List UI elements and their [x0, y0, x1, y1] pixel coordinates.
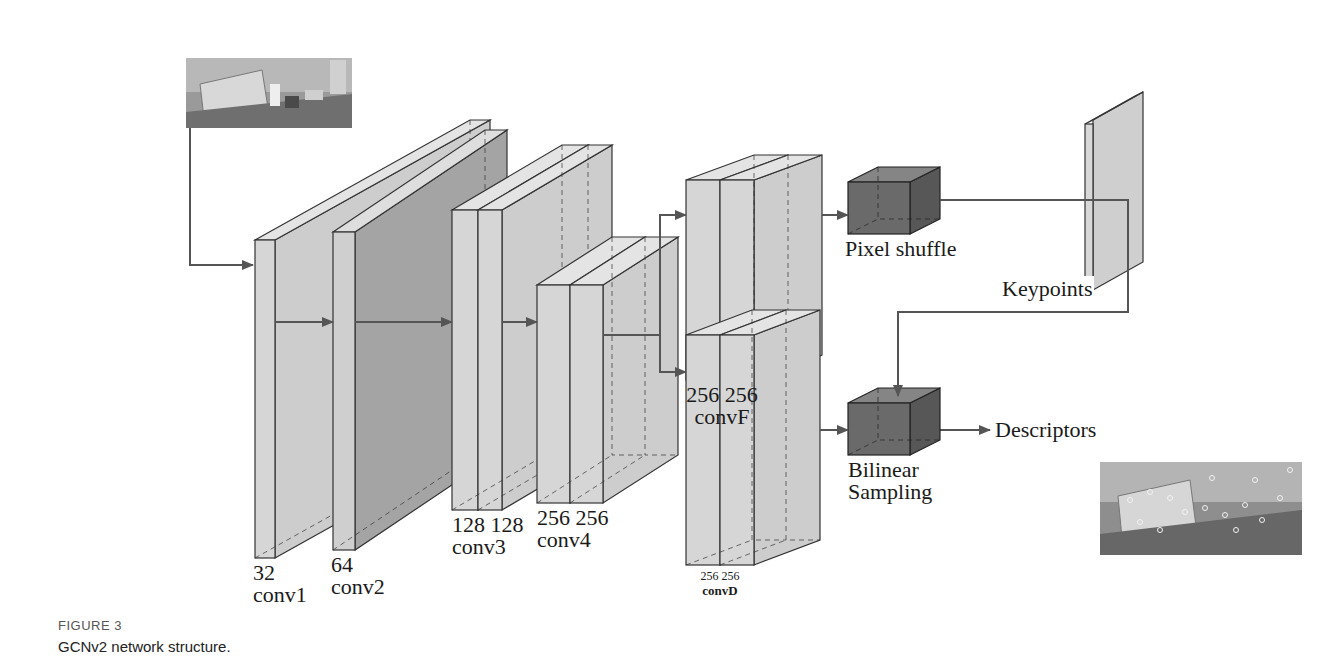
channel-count: 256 256 — [537, 507, 621, 529]
layer-name: conv1 — [253, 584, 343, 606]
channel-count: 256 256 — [682, 569, 758, 583]
input-image — [186, 58, 352, 128]
output-image — [1100, 462, 1302, 555]
channel-count: 32 — [253, 562, 343, 584]
channel-count: 64 — [331, 554, 421, 576]
conv-layer-block: 256 256conv4 — [537, 237, 678, 551]
photo-object — [330, 60, 346, 94]
data-flow-arrow — [355, 321, 452, 323]
slab-front — [452, 210, 478, 510]
block-labels: 32conv1 — [253, 562, 343, 606]
block-labels: Bilinear Sampling — [848, 459, 948, 503]
block-outline — [848, 388, 942, 457]
slab-front — [848, 403, 910, 455]
block-outline — [848, 167, 942, 236]
block-labels: 256 256conv4 — [537, 507, 621, 551]
slab-top — [848, 167, 940, 182]
layer-name: Bilinear Sampling — [848, 459, 948, 503]
data-flow-arrow — [820, 429, 848, 431]
hidden-edge — [848, 167, 940, 234]
data-flow-arrow — [275, 321, 333, 323]
photo-object — [305, 90, 323, 100]
edge-label: Keypoints — [1000, 276, 1094, 301]
slab-side — [754, 310, 820, 565]
layer-name: conv3 — [452, 536, 536, 558]
figure-number: FIGURE 3 — [58, 618, 122, 633]
data-flow-arrow — [898, 200, 1128, 396]
block-labels: 64conv2 — [331, 554, 421, 598]
channel-count: 128 128 — [452, 514, 536, 536]
hidden-edge — [478, 145, 612, 510]
figure-caption: GCNv2 network structure. — [58, 638, 231, 656]
operation-block: Pixel shuffle — [848, 167, 940, 260]
hidden-edge — [686, 310, 786, 565]
block-labels: Pixel shuffle — [845, 238, 1015, 260]
hidden-edge — [720, 310, 820, 565]
layer-name: convD — [682, 583, 758, 598]
plane-front — [1085, 124, 1093, 294]
layer-name: conv4 — [537, 529, 621, 551]
slab-top — [478, 145, 612, 210]
photo-object — [285, 96, 299, 108]
input-arrow — [190, 128, 253, 265]
conv-layer-block: 256 256convD — [686, 310, 820, 598]
hidden-edge — [537, 237, 645, 503]
data-flow-arrow — [822, 214, 848, 216]
layer-name: convF — [680, 406, 764, 428]
hidden-edge — [848, 388, 940, 455]
operation-block: Bilinear Sampling — [848, 388, 940, 503]
photo-table — [186, 94, 352, 128]
plane-top — [1085, 92, 1143, 124]
slab-front — [570, 285, 603, 503]
photo-object — [270, 84, 280, 106]
keypoint-marks — [1128, 468, 1293, 533]
output-label: Descriptors — [995, 417, 1096, 442]
block-labels: 128 128conv3 — [452, 514, 536, 558]
photo-ground — [1100, 462, 1302, 555]
layer-name: Pixel shuffle — [845, 238, 1015, 260]
hidden-edge — [570, 237, 678, 503]
block-labels: 256 256convF — [680, 384, 764, 428]
block-labels: 256 256convD — [682, 569, 758, 598]
layer-name: conv2 — [331, 576, 421, 598]
slab-top — [570, 237, 678, 285]
slab-front — [848, 182, 910, 234]
data-flow-arrow — [502, 321, 537, 323]
plane-face — [1093, 92, 1143, 290]
slab-front — [333, 232, 355, 550]
slab-top — [720, 310, 820, 335]
slab-top — [848, 388, 940, 403]
slab-front — [255, 240, 275, 558]
slab-front — [478, 210, 502, 510]
photo-table — [1100, 510, 1302, 555]
slab-top — [720, 155, 822, 180]
slab-front — [720, 335, 754, 565]
slab-front — [537, 285, 570, 503]
block-outline — [537, 237, 680, 505]
hidden-edge — [452, 145, 588, 510]
block-outline — [686, 310, 822, 567]
slab-front — [686, 335, 720, 565]
heatmap-plane — [1085, 92, 1143, 294]
photo-ground — [186, 58, 352, 128]
output-arrow — [940, 429, 990, 431]
channel-count: 256 256 — [680, 384, 764, 406]
